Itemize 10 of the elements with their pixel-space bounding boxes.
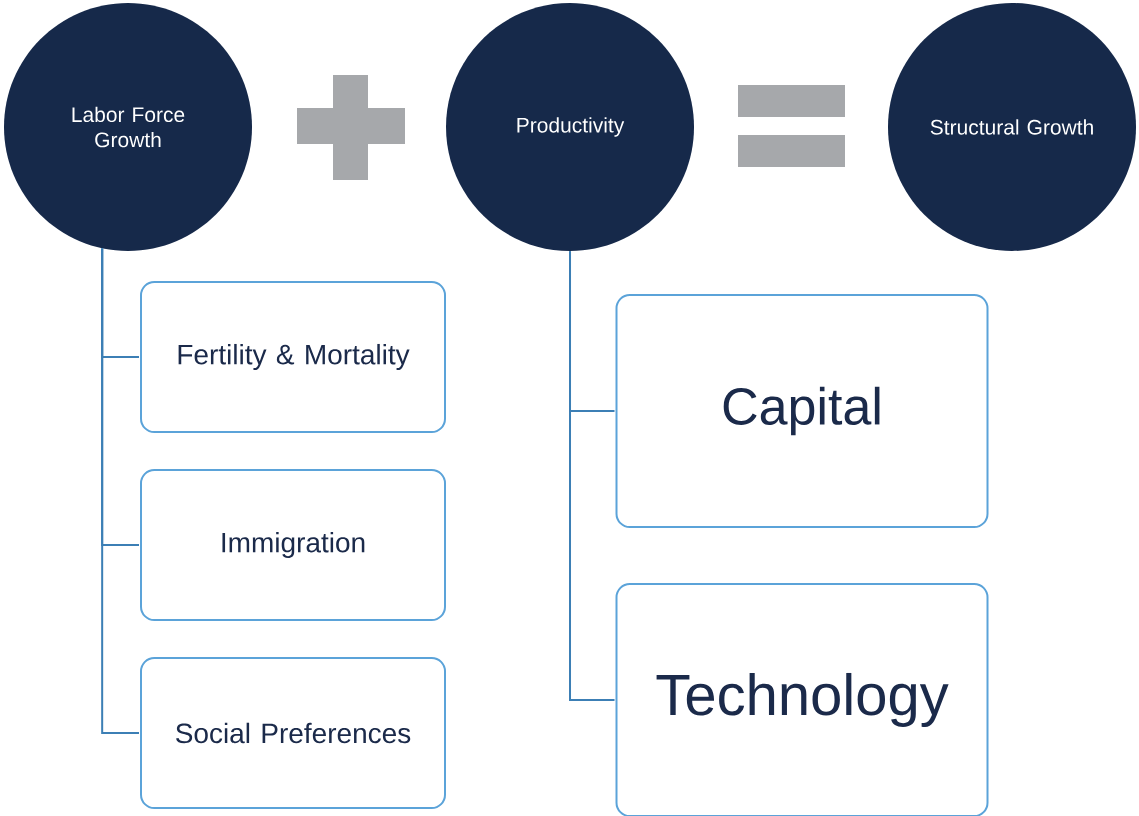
factor-box: Fertility & Mortality <box>140 281 446 433</box>
connector-line <box>569 250 616 701</box>
circle-node: Productivity <box>446 3 694 251</box>
factor-box: Immigration <box>140 469 446 621</box>
circle-node: Structural Growth <box>888 3 1136 251</box>
circle-node: Labor Force Growth <box>4 3 252 251</box>
connector-line <box>101 247 140 734</box>
factor-box: Social Preferences <box>140 657 446 809</box>
factor-box: Technology <box>615 583 989 816</box>
factor-box: Capital <box>615 294 989 528</box>
